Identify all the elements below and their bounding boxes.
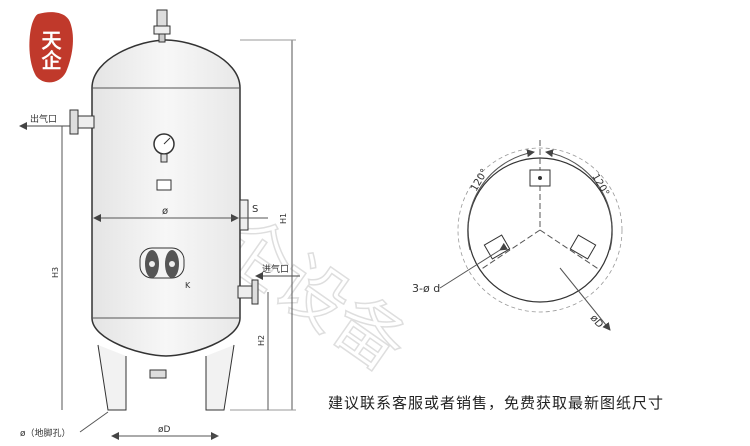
- flange-diameter-label: øD: [588, 313, 606, 331]
- inlet-pipe-icon: [237, 279, 259, 305]
- pressure-gauge-icon: [153, 133, 175, 163]
- outlet-label: 出气口: [30, 113, 57, 125]
- foot-hole-label: ø（地脚孔）: [20, 427, 71, 439]
- shell-thickness-label: S: [252, 204, 258, 215]
- tank-legs: [97, 344, 235, 411]
- caption: 建议联系客服或者销售，免费获取最新图纸尺寸: [328, 394, 665, 412]
- outlet-pipe-icon: [69, 109, 95, 135]
- inlet-label: 进气口: [262, 263, 289, 275]
- manhole-icon: [139, 247, 185, 279]
- height-inlet-label: H2: [257, 335, 266, 346]
- nameplate: [156, 179, 172, 191]
- logo-text: 天企: [38, 30, 62, 70]
- height-outlet-label: H3: [51, 267, 60, 278]
- tank-body: [91, 39, 241, 357]
- height-total-label: H1: [279, 213, 288, 224]
- logo-seal: 天企: [29, 12, 73, 83]
- flange-top-view: [439, 140, 623, 331]
- manhole-label: K: [185, 281, 191, 290]
- angle-right-label: 120°: [589, 172, 611, 198]
- side-fitting: [239, 199, 249, 231]
- diameter-label: ø: [162, 206, 168, 217]
- base-diameter-label: øD: [158, 425, 171, 435]
- holes-label: 3-ø d: [412, 282, 440, 295]
- safety-valve-icon: [153, 9, 171, 43]
